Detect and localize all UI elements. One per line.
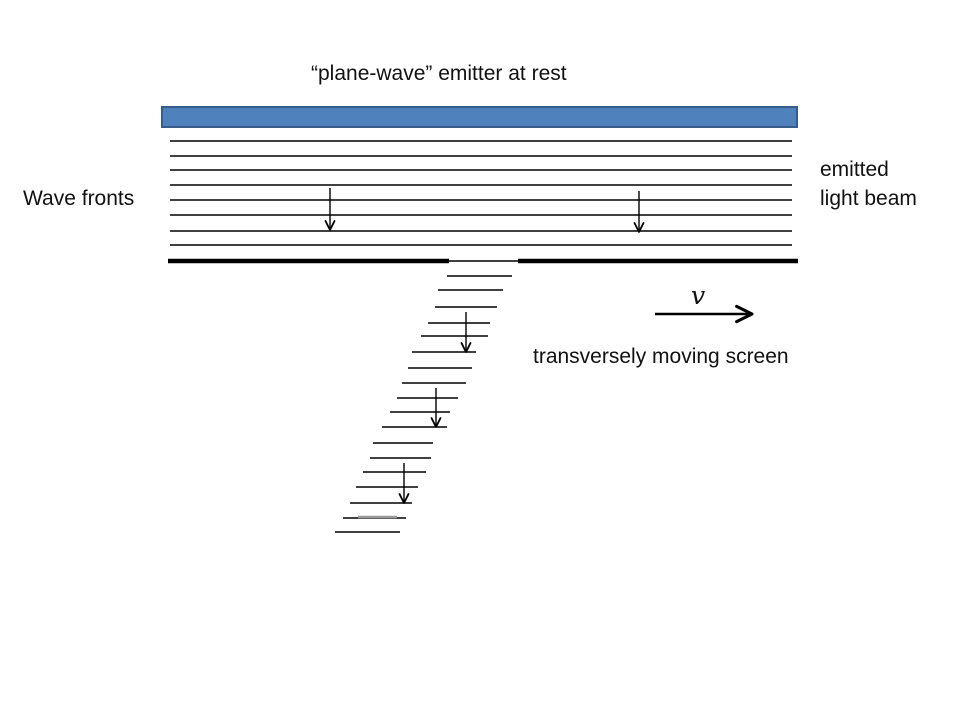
- emitted-light-beam-label-line2: light beam: [820, 187, 917, 210]
- velocity-label: v: [691, 281, 706, 310]
- wave-fronts-label: Wave fronts: [23, 187, 135, 210]
- moving-screen-label: transversely moving screen: [533, 345, 789, 368]
- title: “plane-wave” emitter at rest: [311, 62, 567, 85]
- plane-wave-emitter-bar: [161, 106, 798, 128]
- emitted-light-beam-label-line1: emitted: [820, 158, 889, 181]
- diagram-lines: [168, 140, 798, 533]
